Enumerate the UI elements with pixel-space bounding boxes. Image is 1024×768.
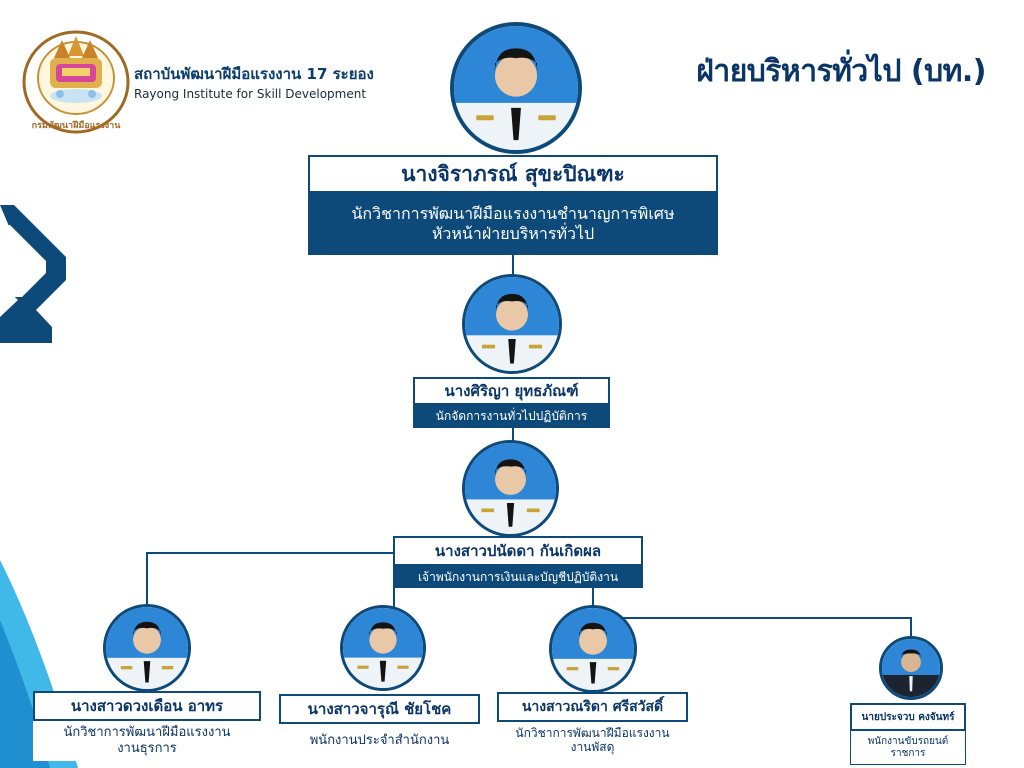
head-role-line1: นักวิชาการพัฒนาฝีมือแรงงานชำนาญการพิเศษ <box>351 204 675 223</box>
staff-4-portrait <box>879 636 943 700</box>
staff-1-role-line2: งานธุรการ <box>117 741 177 756</box>
staff-3-role-line2: งานพัสดุ <box>570 740 615 754</box>
staff-3-role: นักวิชาการพัฒนาฝีมือแรงงาน งานพัสดุ <box>497 722 688 758</box>
connector-branch-right <box>592 617 912 619</box>
staff-2-role-line1: พนักงานประจำสำนักงาน <box>309 733 450 749</box>
staff-1-name: นางสาวดวงเดือน อาทร <box>33 691 261 721</box>
level3-portrait <box>462 440 559 537</box>
staff-4-role: พนักงานขับรถยนต์ ราชการ <box>850 731 966 765</box>
connector-level2-to-level3 <box>512 428 514 442</box>
head-role-line2: หัวหน้าฝ่ายบริหารทั่วไป <box>431 224 595 243</box>
staff-1-portrait <box>103 604 191 692</box>
level2-name: นางศิริญา ยุทธภัณฑ์ <box>413 377 610 405</box>
connector-drop-staff-2 <box>393 586 395 608</box>
head-role: นักวิชาการพัฒนาฝีมือแรงงานชำนาญการพิเศษ … <box>308 193 718 255</box>
connector-drop-staff-4 <box>910 617 912 637</box>
staff-2-name: นางสาวจารุณี ชัยโชค <box>279 694 480 724</box>
staff-3-name: นางสาวณริดา ศรีสวัสดิ์ <box>497 692 688 722</box>
org-name-english: Rayong Institute for Skill Development <box>134 87 367 101</box>
connector-drop-staff-1 <box>146 552 148 604</box>
level2-role: นักจัดการงานทั่วไปปฏิบัติการ <box>413 405 610 428</box>
staff-1-role-line1: นักวิชาการพัฒนาฝีมือแรงงาน <box>63 725 231 741</box>
staff-4-name: นายประจวบ คงจันทร์ <box>850 703 966 731</box>
connector-branch-left <box>146 552 394 554</box>
staff-3-role-line1: นักวิชาการพัฒนาฝีมือแรงงาน <box>515 725 670 740</box>
staff-1-role: นักวิชาการพัฒนาฝีมือแรงงาน งานธุรการ <box>33 721 261 761</box>
staff-2-role: พนักงานประจำสำนักงาน <box>279 724 480 758</box>
head-name: นางจิราภรณ์ สุขะปิณฑะ <box>308 155 718 193</box>
head-portrait <box>450 22 582 154</box>
org-name-thai: สถาบันพัฒนาฝีมือแรงงาน 17 ระยอง <box>134 65 374 83</box>
level3-role: เจ้าพนักงานการเงินและบัญชีปฏิบัติงาน <box>393 566 643 588</box>
level3-name: นางสาวปนัดดา กันเกิดผล <box>393 536 643 566</box>
staff-4-role-line2: ราชการ <box>890 747 926 759</box>
staff-2-portrait <box>340 605 426 691</box>
connector-head-to-level2 <box>512 255 514 277</box>
logo-text: กรมพัฒนาฝีมือแรงงาน <box>31 121 121 131</box>
page-title: ฝ่ายบริหารทั่วไป (บท.) <box>696 54 986 89</box>
connector-drop-staff-3 <box>592 586 594 608</box>
staff-3-portrait <box>549 605 637 693</box>
decorative-chevron-shape <box>0 205 66 343</box>
staff-4-role-line1: พนักงานขับรถยนต์ <box>867 735 949 747</box>
level2-portrait <box>462 274 562 374</box>
institute-logo: กรมพัฒนาฝีมือแรงงาน <box>20 28 132 136</box>
